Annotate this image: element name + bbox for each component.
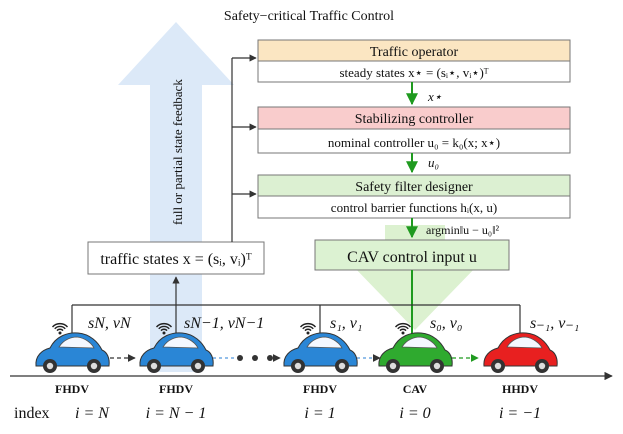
- vehicle-type-label: CAV: [403, 382, 428, 396]
- vehicle-fhdv-0: [35, 322, 110, 373]
- vehicle-window: [401, 336, 438, 349]
- wheel-hub: [389, 362, 397, 370]
- safety-filter-body: control barrier functions hᵢ(x, u): [331, 200, 497, 215]
- stabilizing-controller-body: nominal controller u₀ = k₀(x; x⋆): [328, 135, 500, 150]
- traffic-states-block: traffic states x = (sᵢ, vᵢ)ᵀ: [87, 241, 265, 275]
- feedback-label: full or partial state feedback: [170, 79, 185, 225]
- wheel-hub: [150, 362, 158, 370]
- diagram-title: Safety−critical Traffic Control: [224, 9, 394, 24]
- vehicle-type-label: FHDV: [55, 382, 89, 396]
- vehicle-index-label: i = 0: [399, 405, 430, 422]
- vehicle-body: [483, 332, 558, 367]
- wifi-icon: [394, 322, 412, 335]
- vehicle-index-label: i = −1: [499, 405, 541, 422]
- cav-control-input-block: CAV control input u: [314, 239, 510, 271]
- wheel-hub: [90, 362, 98, 370]
- vehicle-type-label: HHDV: [502, 382, 538, 396]
- vehicle-window: [506, 336, 543, 349]
- stabilizing-controller-block: Stabilizing controller nominal controlle…: [257, 106, 571, 154]
- traffic-states-label: traffic states x = (sᵢ, vᵢ)ᵀ: [100, 251, 251, 268]
- vehicle-body: [378, 332, 453, 367]
- vehicle-state-label: sN, vN: [88, 315, 132, 332]
- vehicle-fhdv-2: [283, 322, 358, 373]
- wheel-hub: [538, 362, 546, 370]
- vehicle-state-label: s₁, v₁: [330, 315, 362, 332]
- vehicle-state-label: sN−1, vN−1: [184, 315, 264, 332]
- traffic-operator-block: Traffic operator steady states x⋆ = (sᵢ⋆…: [257, 39, 571, 83]
- arrow-label-argmin: argmin‖u − u₀‖²: [426, 223, 499, 237]
- vehicle-index-label: i = N − 1: [146, 405, 207, 422]
- traffic-operator-body: steady states x⋆ = (sᵢ⋆, vᵢ⋆)ᵀ: [339, 65, 488, 80]
- wheel-hub: [338, 362, 346, 370]
- ellipsis-dot-1: [237, 355, 243, 361]
- vehicle-type-label: FHDV: [303, 382, 337, 396]
- wheel-hub: [46, 362, 54, 370]
- vehicle-hhdv-4: [483, 332, 558, 373]
- ellipsis-dot-3: [267, 355, 273, 361]
- vehicle-window: [58, 336, 95, 349]
- vehicle-state-label: s₋₁, v₋₁: [530, 315, 579, 332]
- vehicle-fhdv-1: [139, 322, 214, 373]
- wifi-icon: [299, 322, 317, 335]
- wheel-hub: [194, 362, 202, 370]
- vehicle-body: [139, 332, 214, 367]
- safety-filter-header: Safety filter designer: [355, 180, 473, 195]
- vehicle-state-label: s₀, v₀: [430, 315, 462, 332]
- vehicle-body: [283, 332, 358, 367]
- safety-filter-block: Safety filter designer control barrier f…: [257, 174, 571, 219]
- vehicle-cav-3: [378, 322, 453, 373]
- ellipsis-dot-2: [252, 355, 258, 361]
- arrow-label-x-star: x⋆: [427, 89, 442, 104]
- vehicle-type-label: FHDV: [159, 382, 193, 396]
- feedback-arrow-shape: [118, 22, 234, 372]
- wheel-hub: [494, 362, 502, 370]
- index-prefix: index: [14, 405, 50, 422]
- arrow-label-u0: u₀: [428, 155, 439, 170]
- vehicle-index-label: i = N: [75, 405, 110, 422]
- wheel-hub: [294, 362, 302, 370]
- stabilizing-controller-header: Stabilizing controller: [355, 112, 474, 127]
- vehicle-index-label: i = 1: [304, 405, 335, 422]
- vehicle-body: [35, 332, 110, 367]
- wheel-hub: [433, 362, 441, 370]
- vehicle-window: [306, 336, 343, 349]
- cav-control-input-label: CAV control input u: [347, 249, 477, 266]
- wifi-icon: [155, 322, 173, 335]
- traffic-operator-header: Traffic operator: [370, 45, 459, 60]
- wifi-icon: [51, 322, 69, 335]
- control-arrow-shape: [352, 225, 478, 330]
- vehicle-window: [162, 336, 199, 349]
